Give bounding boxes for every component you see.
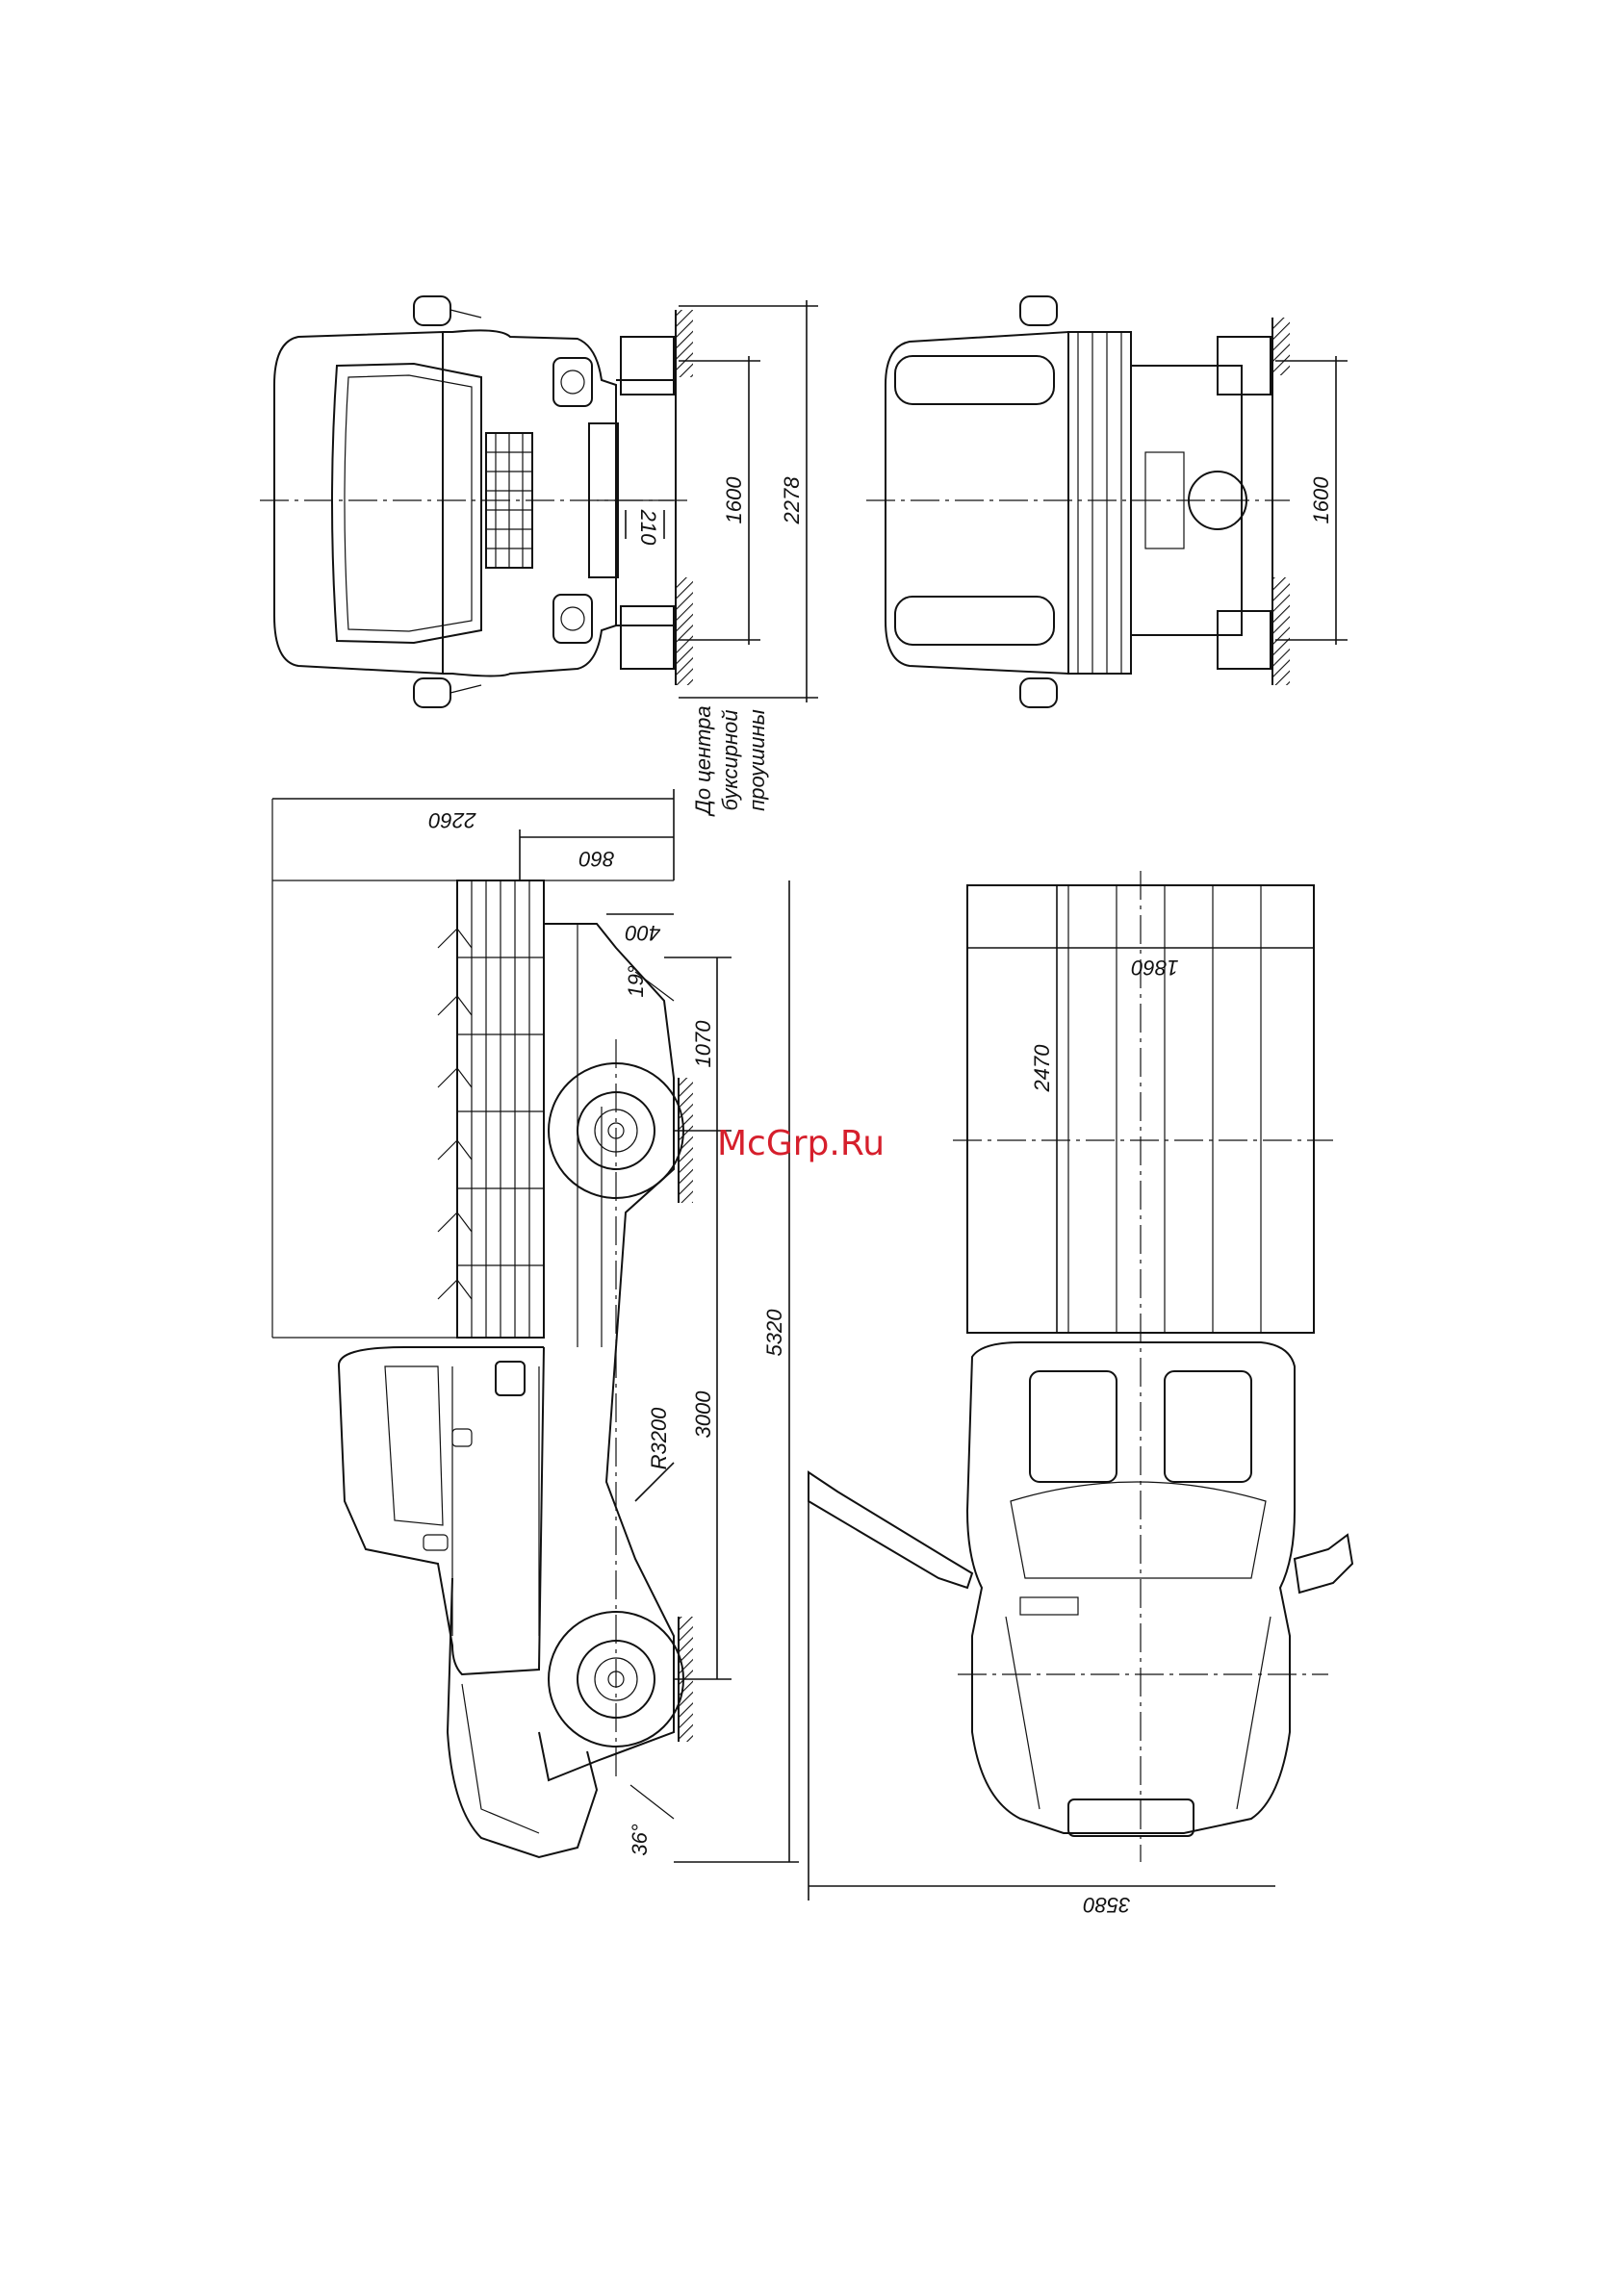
dim-wheelbase: 3000 <box>691 1390 715 1439</box>
dim-approach-angle: 36° <box>628 1824 652 1855</box>
side-view: 2260 860 400 До центра буксирной проушин… <box>272 705 799 1862</box>
tow-note-line1: До центра <box>691 705 715 817</box>
dim-rear-offset: 400 <box>625 921 660 945</box>
dim-turn-radius: R3200 <box>647 1407 671 1470</box>
dim-overall-length: 5320 <box>762 1309 786 1357</box>
dim-platform-length: 2260 <box>428 808 477 832</box>
dim-mirror-width: 3580 <box>1083 1893 1131 1917</box>
front-view: 2278 1600 210 <box>260 296 818 707</box>
tow-note-line2: буксирной <box>718 709 742 810</box>
rear-view: 1600 <box>866 296 1348 707</box>
dim-overall-width: 2278 <box>780 476 804 525</box>
top-view: 1860 2470 3580 <box>809 871 1352 1917</box>
dim-departure-angle: 19° <box>624 965 648 997</box>
dim-rear-track: 1600 <box>1309 476 1333 524</box>
dim-platform-top-length: 2470 <box>1030 1044 1054 1093</box>
dim-platform-width: 1860 <box>1131 956 1179 980</box>
dim-ground-clearance: 210 <box>636 509 660 546</box>
dim-tow-overhang: 860 <box>578 847 614 871</box>
dim-rear-overhang: 1070 <box>691 1020 715 1068</box>
watermark: McGrp.Ru <box>717 1124 885 1163</box>
dim-front-track: 1600 <box>722 476 746 524</box>
tow-note-line3: проушины <box>745 709 769 811</box>
